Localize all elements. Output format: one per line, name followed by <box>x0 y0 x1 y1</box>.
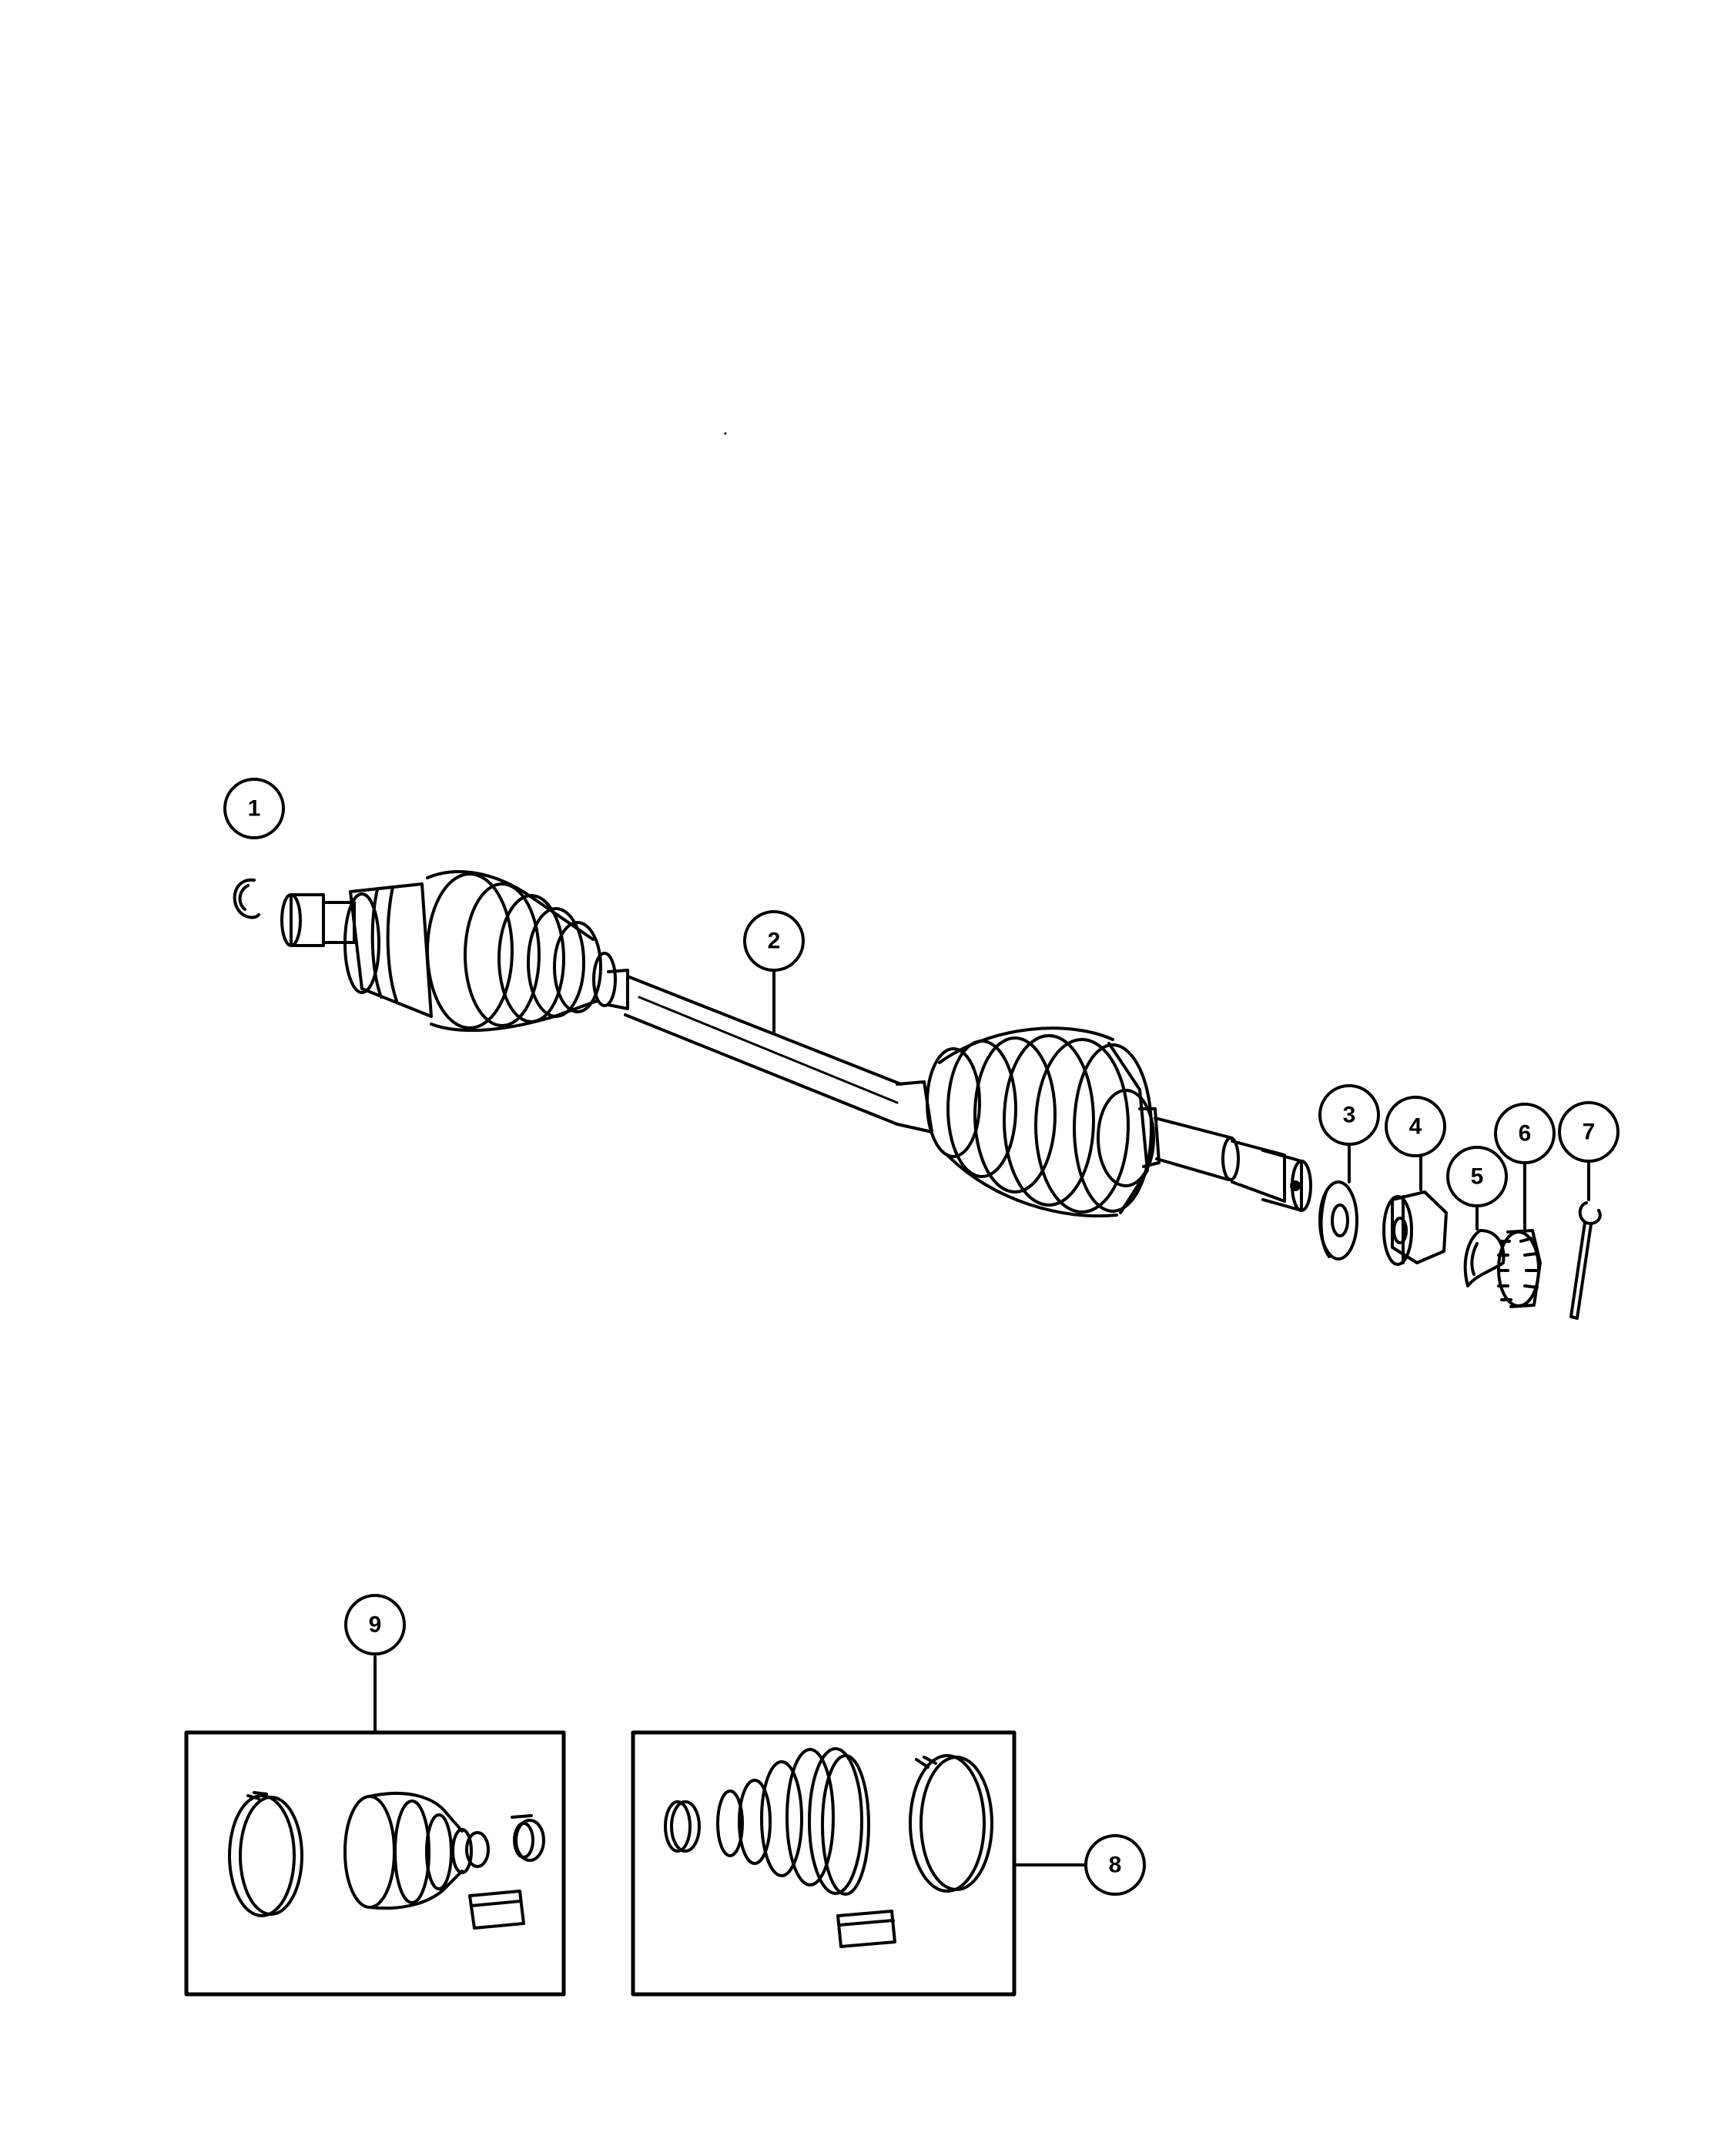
callout-9-circle <box>344 1594 406 1656</box>
callout-6-label: 6 <box>1519 1121 1532 1147</box>
callout-1-label: 1 <box>248 796 261 822</box>
callout-7-circle <box>1558 1101 1619 1163</box>
cotter-pin-part <box>1569 1161 1602 1320</box>
boot-kit-8-box <box>631 1730 1091 1997</box>
callout-3-label: 3 <box>1343 1103 1356 1128</box>
callout-5-circle <box>1446 1146 1508 1207</box>
callout-3-circle <box>1318 1084 1380 1146</box>
callout-5-label: 5 <box>1471 1164 1484 1190</box>
callout-2-circle <box>743 910 805 972</box>
callout-7-label: 7 <box>1583 1120 1596 1145</box>
callout-4-label: 4 <box>1409 1114 1422 1140</box>
callout-6-circle <box>1494 1103 1556 1164</box>
callout-1-circle <box>223 778 285 839</box>
axle-shaft-part <box>280 870 1312 1218</box>
hex-nut-part <box>1382 1146 1448 1266</box>
spring-washer-part <box>1463 1205 1506 1287</box>
callout-9-label: 9 <box>369 1612 382 1638</box>
callout-2-label: 2 <box>768 929 781 954</box>
snap-ring-part <box>233 878 260 919</box>
washer-part <box>1318 1143 1358 1260</box>
nut-retainer-part <box>1497 1161 1542 1308</box>
callout-8-circle <box>1084 1834 1146 1896</box>
callout-8-label: 8 <box>1109 1853 1122 1878</box>
callout-4-circle <box>1385 1096 1446 1157</box>
boot-kit-9-box <box>184 1656 566 1997</box>
